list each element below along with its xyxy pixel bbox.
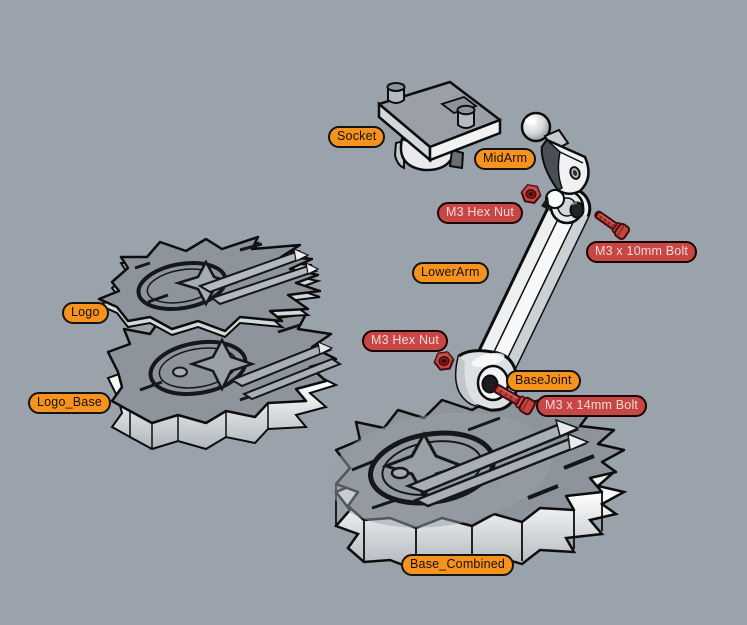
midarm-dark-face — [541, 138, 563, 191]
midarm-hole-center — [572, 170, 578, 176]
label-hexnut-upper[interactable]: M3 Hex Nut — [437, 202, 523, 224]
lowerarm-right-face — [497, 211, 588, 385]
base-side-seams — [335, 485, 603, 567]
bolt-14mm-part[interactable] — [491, 381, 536, 416]
label-hexnut-lower[interactable]: M3 Hex Nut — [362, 330, 448, 352]
basejoint-highlight — [471, 352, 505, 368]
label-bolt-10mm[interactable]: M3 x 10mm Bolt — [586, 241, 698, 263]
lowerarm-edge-lines — [482, 205, 579, 381]
basejoint-shade — [456, 356, 478, 406]
socket-plate-right-face — [428, 118, 502, 162]
logo-blades — [197, 248, 320, 306]
logobase-hole-detail — [172, 366, 188, 378]
socket-recess — [440, 96, 478, 114]
bolt-head-facet — [521, 398, 530, 412]
label-logo[interactable]: Logo — [62, 302, 109, 324]
lowerarm-part[interactable] — [467, 187, 592, 397]
base-hole-detail — [390, 466, 410, 480]
hexnut-hole-center — [441, 358, 447, 364]
socket-part[interactable] — [377, 80, 502, 172]
hexnut-hole-center — [528, 191, 534, 197]
base-combined-part[interactable] — [321, 392, 626, 572]
label-logo-base[interactable]: Logo_Base — [28, 392, 112, 414]
socket-bracket — [448, 148, 465, 170]
logobase-star — [188, 337, 256, 392]
socket-peg-right — [456, 104, 476, 129]
logobase-side-seams — [129, 404, 269, 449]
bolt-threads — [598, 213, 616, 229]
midarm-edge — [559, 151, 584, 164]
bolt-shine — [600, 213, 615, 225]
bolt-head-facet — [616, 224, 626, 237]
bolt-head — [518, 396, 536, 416]
label-bolt-14mm[interactable]: M3 x 14mm Bolt — [536, 395, 648, 417]
label-base-combined[interactable]: Base_Combined — [401, 554, 515, 576]
logobase-blades — [229, 341, 343, 401]
base-blade-engraving — [404, 418, 590, 508]
lowerarm-center-face — [483, 205, 579, 380]
socket-peg-left — [386, 82, 406, 104]
midarm-ball-highlight — [525, 117, 537, 125]
hole-highlight — [571, 202, 578, 206]
logo-part[interactable] — [97, 235, 322, 338]
logo-base-part[interactable] — [106, 305, 343, 450]
label-lowerarm[interactable]: LowerArm — [412, 262, 489, 284]
label-midarm[interactable]: MidArm — [474, 148, 537, 170]
bolt-10mm-part[interactable] — [592, 207, 631, 241]
hexnut-upper-part[interactable] — [520, 184, 542, 204]
lowerarm-notch — [541, 196, 550, 211]
bolt-threads — [498, 387, 520, 404]
label-basejoint[interactable]: BaseJoint — [506, 370, 581, 392]
bolt-shine — [499, 387, 519, 399]
midarm-part[interactable] — [520, 111, 590, 195]
label-socket[interactable]: Socket — [328, 126, 386, 148]
hexnut-lower-part[interactable] — [433, 351, 455, 371]
bolt-head — [613, 222, 631, 241]
